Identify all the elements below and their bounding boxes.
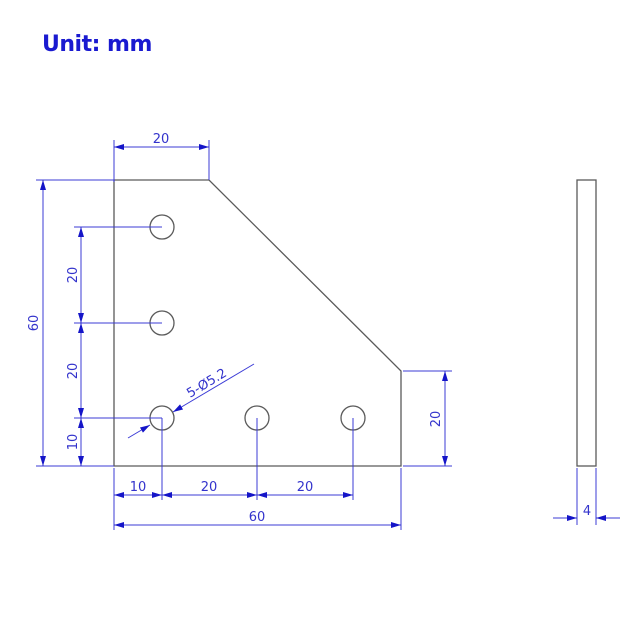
- unit-label: Unit: mm: [42, 32, 152, 57]
- svg-text:20: 20: [153, 132, 170, 147]
- svg-text:20: 20: [429, 411, 444, 428]
- holes: [149, 214, 366, 431]
- svg-text:60: 60: [249, 510, 266, 525]
- dim-top-width: 20: [113, 132, 210, 182]
- dim-hole-callout: 5-Ø5.2: [127, 363, 255, 439]
- svg-text:10: 10: [66, 434, 81, 451]
- dim-vertical-hole-chain: 20 20 10: [66, 226, 162, 466]
- side-view-outline: [576, 179, 597, 467]
- dim-right-edge-height: 20: [403, 370, 452, 467]
- dim-thickness: 4: [553, 468, 620, 525]
- svg-text:20: 20: [297, 480, 314, 495]
- svg-text:20: 20: [66, 267, 81, 284]
- svg-text:5-Ø5.2: 5-Ø5.2: [184, 366, 229, 401]
- svg-text:20: 20: [66, 363, 81, 380]
- svg-text:4: 4: [583, 504, 591, 519]
- dim-horizontal-hole-chain: 10 20 20: [113, 418, 402, 530]
- svg-text:60: 60: [27, 315, 42, 332]
- svg-text:20: 20: [201, 480, 218, 495]
- dim-overall-height: 60: [27, 179, 114, 467]
- dim-overall-width: 60: [114, 510, 401, 528]
- svg-text:10: 10: [130, 480, 147, 495]
